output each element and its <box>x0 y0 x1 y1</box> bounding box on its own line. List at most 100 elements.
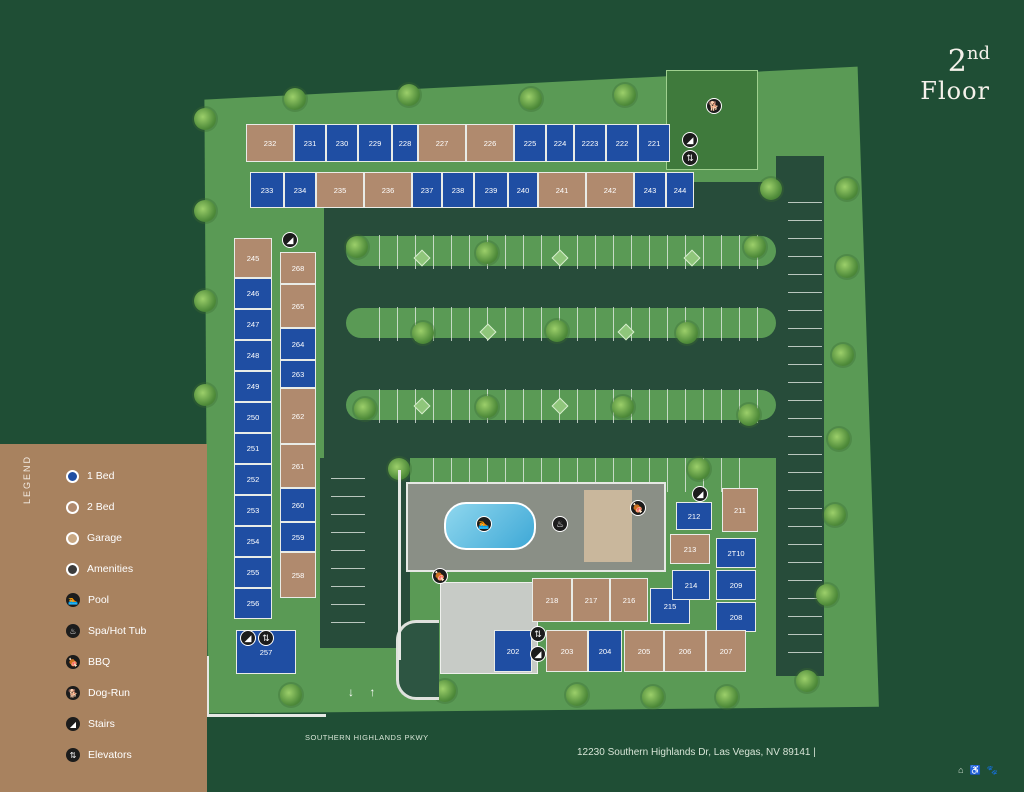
unit-262[interactable]: 262 <box>280 388 316 444</box>
unit-256[interactable]: 256 <box>234 588 272 619</box>
tree <box>354 398 376 420</box>
address-text: 12230 Southern Highlands Dr, Las Vegas, … <box>577 747 811 758</box>
unit-2T10[interactable]: 2T10 <box>716 538 756 568</box>
unit-225[interactable]: 225 <box>514 124 546 162</box>
stairs-icon[interactable]: ◢ <box>240 630 256 646</box>
unit-260[interactable]: 260 <box>280 488 316 522</box>
unit-261[interactable]: 261 <box>280 444 316 488</box>
unit-221[interactable]: 221 <box>638 124 670 162</box>
unit-207[interactable]: 207 <box>706 630 746 672</box>
unit-254[interactable]: 254 <box>234 526 272 557</box>
floor-title: 2nd Floor <box>920 43 990 105</box>
unit-246[interactable]: 246 <box>234 278 272 309</box>
unit-259[interactable]: 259 <box>280 522 316 552</box>
unit-252[interactable]: 252 <box>234 464 272 495</box>
unit-205[interactable]: 205 <box>624 630 664 672</box>
unit-242[interactable]: 242 <box>586 172 634 208</box>
unit-212[interactable]: 212 <box>676 502 712 530</box>
unit-238[interactable]: 238 <box>442 172 474 208</box>
parking-stalls <box>331 470 365 640</box>
elevator-icon[interactable]: ⇅ <box>530 626 546 642</box>
unit-217[interactable]: 217 <box>572 578 610 622</box>
unit-229[interactable]: 229 <box>358 124 392 162</box>
unit-253[interactable]: 253 <box>234 495 272 526</box>
tree <box>642 686 664 708</box>
floor-number-suffix: nd <box>966 43 990 64</box>
unit-263[interactable]: 263 <box>280 360 316 388</box>
tree <box>476 242 498 264</box>
legend-label: 1 Bed <box>87 470 115 482</box>
tree <box>280 684 302 706</box>
unit-235[interactable]: 235 <box>316 172 364 208</box>
unit-2223[interactable]: 2223 <box>574 124 606 162</box>
unit-203[interactable]: 203 <box>546 630 588 672</box>
swatch-amenities <box>66 562 79 576</box>
stairs-icon[interactable]: ◢ <box>692 486 708 502</box>
legend-label: Amenities <box>87 563 134 575</box>
unit-208[interactable]: 208 <box>716 602 756 632</box>
stairs-icon[interactable]: ◢ <box>682 132 698 148</box>
unit-231[interactable]: 231 <box>294 124 326 162</box>
unit-240[interactable]: 240 <box>508 172 538 208</box>
stairs-icon[interactable]: ◢ <box>530 646 546 662</box>
tree <box>412 322 434 344</box>
unit-237[interactable]: 237 <box>412 172 442 208</box>
unit-214[interactable]: 214 <box>672 570 710 600</box>
unit-227[interactable]: 227 <box>418 124 466 162</box>
unit-232[interactable]: 232 <box>246 124 294 162</box>
tree <box>824 504 846 526</box>
tree <box>816 584 838 606</box>
unit-250[interactable]: 250 <box>234 402 272 433</box>
unit-251[interactable]: 251 <box>234 433 272 464</box>
unit-224[interactable]: 224 <box>546 124 574 162</box>
unit-209[interactable]: 209 <box>716 570 756 600</box>
unit-202[interactable]: 202 <box>494 630 532 672</box>
unit-239[interactable]: 239 <box>474 172 508 208</box>
unit-249[interactable]: 249 <box>234 371 272 402</box>
pet-friendly-icon: 🐾 <box>986 765 998 775</box>
tree <box>520 88 542 110</box>
unit-255[interactable]: 255 <box>234 557 272 588</box>
pool-icon[interactable]: 🏊 <box>476 516 492 532</box>
unit-218[interactable]: 218 <box>532 578 572 622</box>
unit-213[interactable]: 213 <box>670 534 710 564</box>
unit-206[interactable]: 206 <box>664 630 706 672</box>
tree <box>738 404 760 426</box>
tree <box>434 680 456 702</box>
unit-211[interactable]: 211 <box>722 488 758 532</box>
stairs-icon[interactable]: ◢ <box>282 232 298 248</box>
unit-243[interactable]: 243 <box>634 172 666 208</box>
unit-268[interactable]: 268 <box>280 252 316 284</box>
unit-247[interactable]: 247 <box>234 309 272 340</box>
unit-236[interactable]: 236 <box>364 172 412 208</box>
unit-228[interactable]: 228 <box>392 124 418 162</box>
unit-258[interactable]: 258 <box>280 552 316 598</box>
unit-265[interactable]: 265 <box>280 284 316 328</box>
bbq-icon[interactable]: 🍖 <box>432 568 448 584</box>
unit-230[interactable]: 230 <box>326 124 358 162</box>
unit-216[interactable]: 216 <box>610 578 648 622</box>
spa-icon: ♨ <box>66 624 80 638</box>
unit-245[interactable]: 245 <box>234 238 272 278</box>
site-wall <box>398 470 401 660</box>
unit-222[interactable]: 222 <box>606 124 638 162</box>
legend-item: 1 Bed <box>66 467 114 485</box>
elevator-icon[interactable]: ⇅ <box>682 150 698 166</box>
tree <box>476 396 498 418</box>
unit-234[interactable]: 234 <box>284 172 316 208</box>
floor-number: 2 <box>947 44 967 79</box>
cabana-area <box>584 490 632 562</box>
bbq-icon[interactable]: 🍖 <box>630 500 646 516</box>
unit-248[interactable]: 248 <box>234 340 272 371</box>
unit-204[interactable]: 204 <box>588 630 622 672</box>
dog-run-icon[interactable]: 🐕 <box>706 98 722 114</box>
elevator-icon[interactable]: ⇅ <box>258 630 274 646</box>
unit-244[interactable]: 244 <box>666 172 694 208</box>
unit-233[interactable]: 233 <box>250 172 284 208</box>
tree <box>744 236 766 258</box>
spa-icon[interactable]: ♨ <box>552 516 568 532</box>
unit-264[interactable]: 264 <box>280 328 316 360</box>
unit-226[interactable]: 226 <box>466 124 514 162</box>
unit-241[interactable]: 241 <box>538 172 586 208</box>
